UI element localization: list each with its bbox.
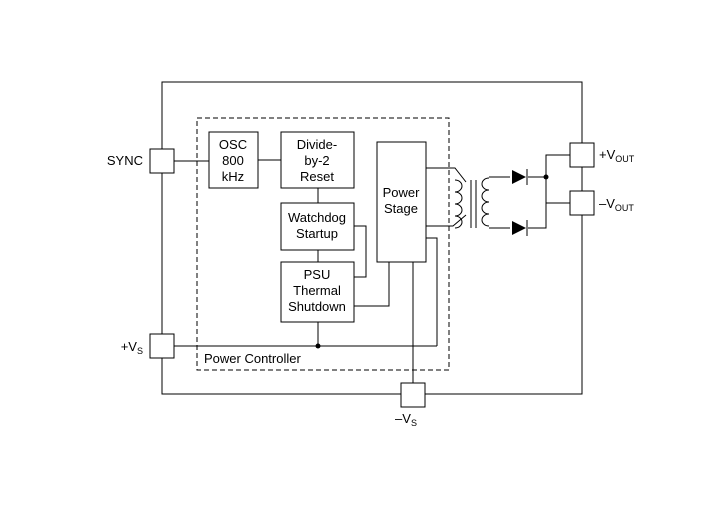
power-stage-block: Power Stage <box>376 141 427 263</box>
watchdog-block: Watchdog Startup <box>280 202 355 251</box>
wires <box>174 154 570 383</box>
vout-plus-pin <box>569 142 595 168</box>
diode-bottom-icon <box>512 220 528 236</box>
junction-dot <box>543 174 549 180</box>
vout-minus-pin <box>569 190 595 216</box>
power-controller-label: Power Controller <box>204 351 301 366</box>
vs-minus-pin <box>400 382 426 408</box>
vs-plus-pin <box>149 333 175 359</box>
divide-by-2-block: Divide- by-2 Reset <box>280 131 355 189</box>
osc-block: OSC 800 kHz <box>208 131 259 189</box>
vs-plus-label: +VS <box>121 339 143 356</box>
svg-text:OSC: OSC <box>219 137 247 152</box>
svg-text:Startup: Startup <box>296 226 338 241</box>
svg-text:Divide-: Divide- <box>297 137 337 152</box>
vout-plus-label: +VOUT <box>599 147 635 164</box>
diode-top-icon <box>512 169 528 185</box>
vs-minus-label: –VS <box>395 411 417 428</box>
transformer-icon <box>454 177 490 229</box>
svg-text:Power: Power <box>383 185 421 200</box>
power-controller-region <box>196 117 450 371</box>
svg-text:Stage: Stage <box>384 201 418 216</box>
sync-pin <box>149 148 175 174</box>
sync-label: SYNC <box>107 153 143 168</box>
package-outline <box>161 81 583 395</box>
svg-text:800: 800 <box>222 153 244 168</box>
svg-text:kHz: kHz <box>222 169 244 184</box>
vout-minus-label: –VOUT <box>599 196 634 213</box>
svg-text:Reset: Reset <box>300 169 334 184</box>
svg-text:PSU: PSU <box>304 267 331 282</box>
svg-text:by-2: by-2 <box>304 153 329 168</box>
psu-thermal-block: PSU Thermal Shutdown <box>280 261 355 323</box>
svg-text:Shutdown: Shutdown <box>288 299 346 314</box>
svg-text:Watchdog: Watchdog <box>288 210 346 225</box>
junction-dot <box>315 343 321 349</box>
svg-text:Thermal: Thermal <box>293 283 341 298</box>
